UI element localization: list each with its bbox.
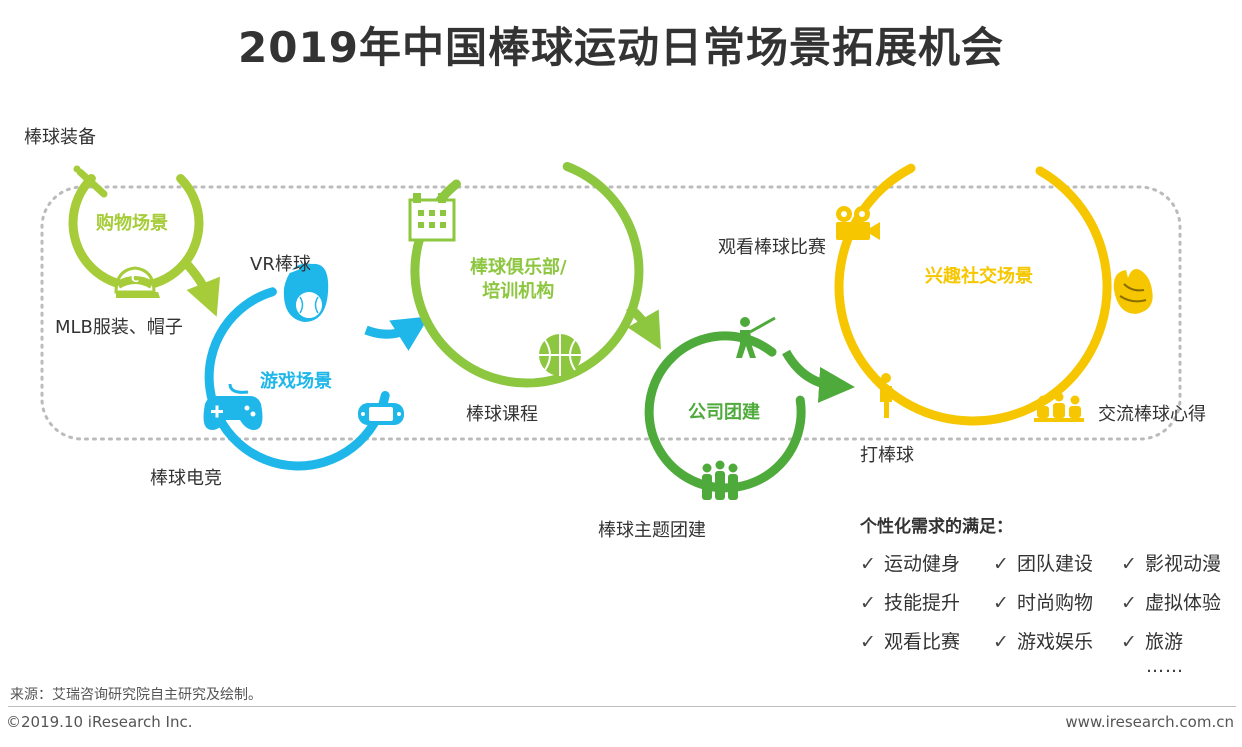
check-icon: ✓ [993,592,1009,614]
label-exchange-experience: 交流棒球心得 [1098,404,1206,425]
check-icon: ✓ [993,553,1009,575]
movie-camera-icon [836,206,880,240]
check-icon: ✓ [860,553,876,575]
club-scene-title: 棒球俱乐部/ 培训机构 [470,256,567,305]
website-link[interactable]: www.iresearch.com.cn [1065,713,1234,731]
label-baseball-esports: 棒球电竞 [150,468,222,489]
needs-more: …… [1146,656,1184,677]
label-vr-baseball: VR棒球 [250,254,311,275]
baseball-glove-icon [1113,269,1153,314]
batter-icon [736,316,776,358]
game-circle [204,287,390,471]
club-scene-title-line2: 培训机构 [482,281,555,303]
label-baseball-equipment: 棒球装备 [24,127,96,148]
copyright: ©2019.10 iResearch Inc. [6,713,193,731]
need-item: ✓旅游 [1121,631,1184,653]
team-scene-title: 公司团建 [688,402,760,423]
need-item: ✓观看比赛 [860,631,961,653]
club-circle [410,162,644,388]
page-title: 2019年中国棒球运动日常场景拓展机会 [238,23,1004,72]
need-item: ✓技能提升 [860,592,961,614]
personalized-needs: 个性化需求的满足： ✓运动健身 ✓团队建设 ✓影视动漫 ✓技能提升 ✓时尚购物 … [860,512,1241,654]
label-watch-game: 观看棒球比赛 [718,237,826,258]
vr-ball-icon [283,263,329,322]
building-icon [408,193,456,242]
social-scene-title: 兴趣社交场景 [925,266,1033,287]
team-circle [644,331,806,493]
shopping-arrow [181,258,221,317]
need-item: ✓影视动漫 [1121,553,1222,575]
ball-icon [539,334,581,376]
player-icon [870,373,892,418]
svg-text:C: C [131,272,139,285]
need-item: ✓团队建设 [993,553,1094,575]
team-arrow [782,349,855,403]
check-icon: ✓ [1121,553,1137,575]
label-play-baseball: 打棒球 [860,445,914,466]
club-scene-title-line1: 棒球俱乐部/ [470,257,567,278]
label-team-building: 棒球主题团建 [598,520,706,541]
check-icon: ✓ [860,592,876,614]
need-item: ✓虚拟体验 [1121,592,1222,614]
need-item: ✓游戏娱乐 [993,631,1094,653]
check-icon: ✓ [993,631,1009,653]
footer-divider [8,706,1236,707]
label-mlb-apparel: MLB服装、帽子 [55,317,183,338]
game-arrow [364,316,430,351]
check-icon: ✓ [1121,592,1137,614]
label-baseball-course: 棒球课程 [466,404,538,425]
group-people-icon [702,460,738,500]
baseball-bat-icon [73,165,108,198]
check-icon: ✓ [1121,631,1137,653]
source-note: 来源：艾瑞咨询研究院自主研究及绘制。 [10,687,262,703]
dotted-boundary [40,185,1182,441]
handheld-console-icon [358,403,404,425]
game-scene-title: 游戏场景 [260,371,332,392]
needs-title: 个性化需求的满足： [860,517,1013,537]
game-controller-icon [203,383,263,430]
need-item: ✓运动健身 [860,553,961,575]
baseball-cap-icon: C [114,266,160,298]
shopping-scene-title: 购物场景 [96,213,168,234]
need-item: ✓时尚购物 [993,592,1094,614]
meeting-people-icon [1034,392,1084,422]
check-icon: ✓ [860,631,876,653]
social-circle [834,163,1112,426]
needs-grid: ✓运动健身 ✓团队建设 ✓影视动漫 ✓技能提升 ✓时尚购物 ✓虚拟体验 ✓观看比… [860,549,1241,654]
club-arrow [626,303,661,350]
